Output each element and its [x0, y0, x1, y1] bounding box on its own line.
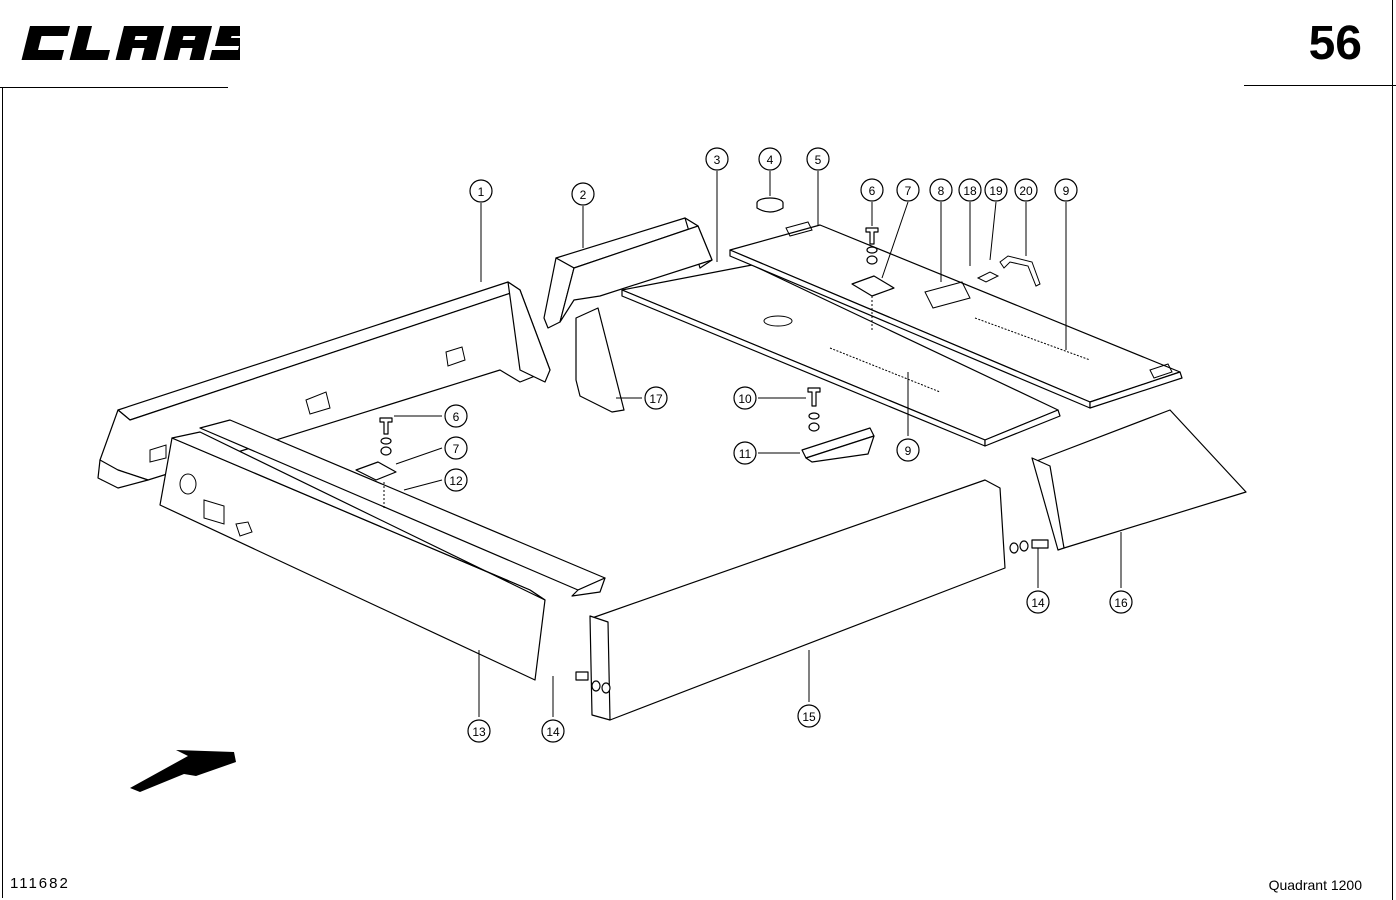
callout-9-mid: 9 — [896, 438, 920, 462]
callout-6-top: 6 — [860, 178, 884, 202]
svg-text:14: 14 — [546, 725, 560, 739]
frame-left — [2, 88, 3, 898]
page-number: 56 — [1308, 17, 1362, 70]
header-rule-left — [0, 87, 228, 88]
svg-text:9: 9 — [905, 444, 912, 458]
svg-text:16: 16 — [1114, 596, 1128, 610]
part-20-handle — [999, 255, 1041, 287]
svg-text:12: 12 — [449, 474, 463, 488]
hardware-left — [355, 417, 397, 510]
part-3-cover-plate — [621, 264, 1061, 447]
svg-text:20: 20 — [1019, 184, 1033, 198]
callout-2: 2 — [571, 182, 595, 206]
callout-5: 5 — [806, 147, 830, 171]
callout-11: 11 — [733, 441, 757, 465]
part-17-bracket — [575, 307, 625, 413]
part-15-front-right-panel — [589, 479, 1006, 721]
callouts: 1 2 3 4 5 6 7 8 18 19 20 9 6 7 12 17 10 … — [444, 147, 1133, 743]
callout-7-left: 7 — [444, 436, 468, 460]
part-1-side-panel — [97, 281, 551, 489]
callout-7-top: 7 — [896, 178, 920, 202]
svg-text:5: 5 — [815, 153, 822, 167]
part-14-fasteners — [575, 539, 1049, 694]
svg-text:18: 18 — [963, 184, 977, 198]
callout-8: 8 — [929, 178, 953, 202]
part-16-end-panel — [1031, 409, 1247, 551]
part-10-11-bracket — [801, 387, 875, 463]
svg-text:1: 1 — [478, 185, 485, 199]
part-13-front-panel — [159, 431, 546, 681]
callout-14-left: 14 — [541, 719, 565, 743]
callout-14-right: 14 — [1026, 590, 1050, 614]
callout-10: 10 — [733, 386, 757, 410]
svg-text:7: 7 — [453, 442, 460, 456]
callout-18: 18 — [958, 178, 982, 202]
part-2-gusset — [543, 217, 713, 329]
svg-text:11: 11 — [739, 447, 752, 461]
svg-text:17: 17 — [649, 392, 663, 406]
direction-arrow-icon — [130, 750, 236, 792]
callout-6-left: 6 — [444, 404, 468, 428]
callout-15: 15 — [797, 704, 821, 728]
callout-16: 16 — [1109, 590, 1133, 614]
callout-20: 20 — [1014, 178, 1038, 202]
callout-19: 19 — [984, 178, 1008, 202]
svg-text:7: 7 — [905, 184, 912, 198]
svg-text:2: 2 — [580, 188, 587, 202]
hardware-top — [851, 227, 1000, 332]
svg-text:13: 13 — [472, 725, 486, 739]
svg-text:6: 6 — [453, 410, 460, 424]
claas-logo — [21, 26, 240, 60]
svg-text:6: 6 — [869, 184, 876, 198]
callout-3: 3 — [705, 147, 729, 171]
callout-9-top: 9 — [1054, 178, 1078, 202]
svg-text:3: 3 — [714, 153, 721, 167]
svg-text:19: 19 — [989, 184, 1003, 198]
part-12-channel — [199, 419, 606, 597]
part-5-rear-plate — [729, 221, 1183, 409]
part-4-plug — [756, 197, 784, 213]
svg-text:8: 8 — [938, 184, 945, 198]
leader-lines — [394, 171, 1122, 717]
svg-text:4: 4 — [767, 153, 774, 167]
drawing-id: 111682 — [10, 875, 70, 892]
callout-4: 4 — [758, 147, 782, 171]
svg-text:9: 9 — [1063, 184, 1070, 198]
frame-right — [1392, 0, 1393, 900]
svg-text:14: 14 — [1031, 596, 1045, 610]
callout-1: 1 — [469, 179, 493, 203]
callout-13: 13 — [467, 719, 491, 743]
svg-text:10: 10 — [738, 392, 752, 406]
svg-text:15: 15 — [802, 710, 816, 724]
header-rule-right — [1244, 85, 1396, 86]
callout-17: 17 — [644, 386, 668, 410]
callout-12: 12 — [444, 468, 468, 492]
model-name: Quadrant 1200 — [1268, 877, 1362, 893]
